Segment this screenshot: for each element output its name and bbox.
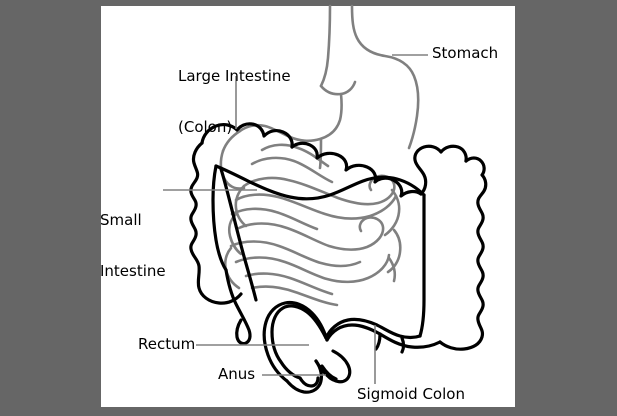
label-rectum: Rectum [138,335,196,353]
rectum-canal-outer [285,359,323,394]
label-anus: Anus [218,365,256,383]
label-stomach: Stomach [432,44,499,62]
small-intestine-coil-left-1 [234,184,248,228]
splenic-flexure [413,144,468,196]
small-intestine-coil-4 [237,216,385,251]
rectum-inner-loop [270,304,328,380]
hepatic-flexure-top [200,122,294,149]
stomach-organ [350,4,420,150]
small-intestine-coil-2 [234,193,398,220]
sigmoid-colon-inner [324,317,422,340]
sigmoid-haustra-1 [400,336,406,354]
cecum-lower [224,268,252,346]
rectum-canal-inner [298,376,320,388]
sigmoid-haustra-2 [374,332,382,351]
label-small-intestine-line2: Intestine [100,262,166,280]
small-intestine-coil-8 [250,285,339,307]
label-large-intestine-line1: Large Intestine [178,67,291,85]
transverse-colon-lower-border [214,164,426,201]
label-small-intestine-line1: Small [100,211,142,229]
duodenum-organ [238,92,343,143]
small-intestine-coil-3 [230,207,319,231]
label-large-intestine: Large Intestine (Colon) [178,34,291,170]
esophagus-organ [319,4,332,88]
label-small-intestine: Small Intestine [100,178,166,314]
anus-organ [314,349,352,384]
anus-inner [320,364,338,381]
transverse-colon-upper-border [290,141,423,198]
stomach-lesser-curve [319,80,357,96]
ascending-colon-outer-wall [189,141,243,305]
label-large-intestine-line2: (Colon) [178,118,233,136]
rectum-outer-loop [262,300,329,383]
label-sigmoid-colon: Sigmoid Colon [357,385,465,403]
small-intestine-coil-7 [244,272,334,296]
descending-colon-outer-wall [438,156,488,351]
descending-colon-inner-wall [418,193,426,338]
small-intestine-coil-left-2 [227,212,243,256]
duodenum-arc [221,129,242,153]
small-intestine-coil-6 [234,253,391,284]
small-intestine-coil-right-3 [387,256,397,283]
duodenum-lower [318,137,323,170]
small-intestine-upper-coil-b [250,156,334,184]
small-intestine-upper-coil [260,143,330,168]
ascending-colon-inner-wall [211,164,228,272]
small-intestine-coil-5 [229,240,362,268]
small-intestine-coil-right-1 [383,188,401,237]
